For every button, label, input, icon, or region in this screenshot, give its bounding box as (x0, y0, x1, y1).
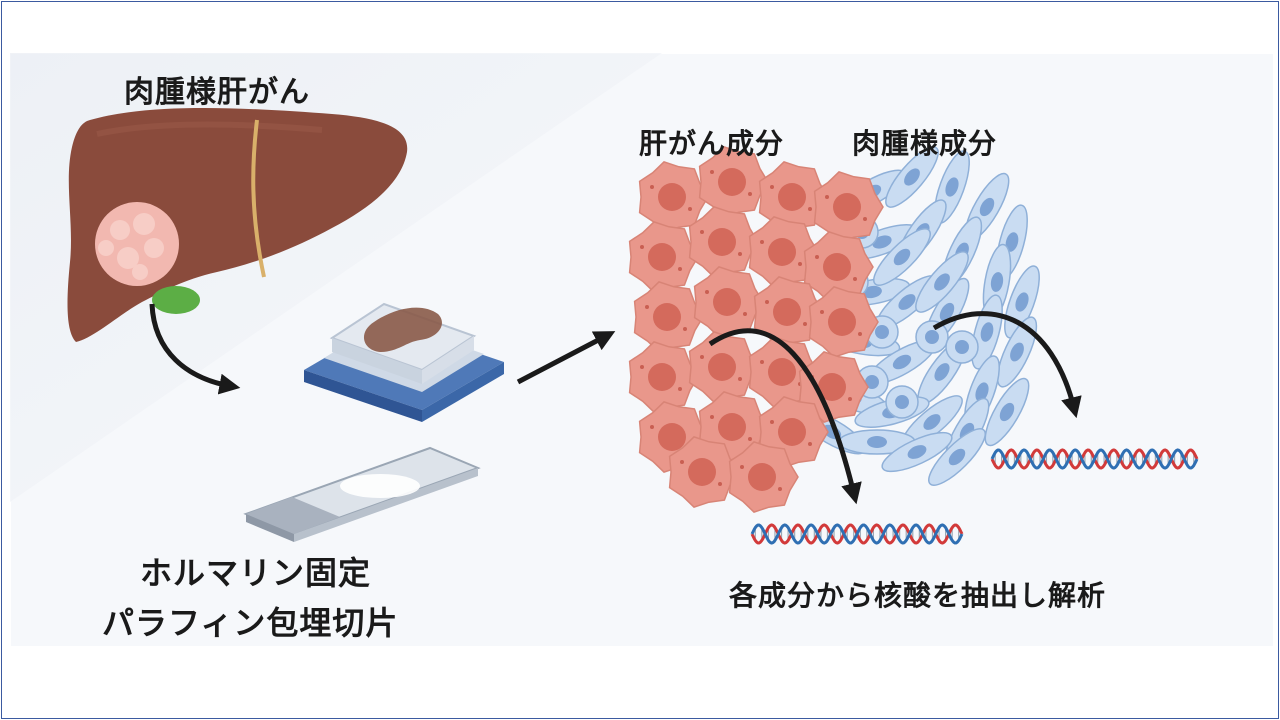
arrow-icon (932, 311, 1082, 419)
glass-slide-icon (243, 446, 481, 542)
arrow-icon (149, 303, 241, 395)
hcc-component-label: 肝がん成分 (639, 127, 785, 160)
dna-helix-icon (750, 523, 964, 545)
sarcomatoid-component-label: 肉腫様成分 (852, 127, 998, 160)
arrow-icon (516, 331, 616, 385)
extraction-caption: 各成分から核酸を抽出し解析 (729, 579, 1107, 612)
ffpe-caption-line2: パラフィン包埋切片 (102, 604, 399, 642)
dna-helix-icon (990, 448, 1199, 470)
arrow-icon (708, 328, 862, 505)
gallbladder (152, 286, 200, 314)
paraffin-block-icon (304, 302, 504, 422)
tissue-section (628, 146, 1040, 513)
ffpe-caption-line1: ホルマリン固定 (140, 554, 372, 592)
liver-icon (67, 108, 408, 342)
liver-title: 肉腫様肝がん (124, 75, 310, 110)
